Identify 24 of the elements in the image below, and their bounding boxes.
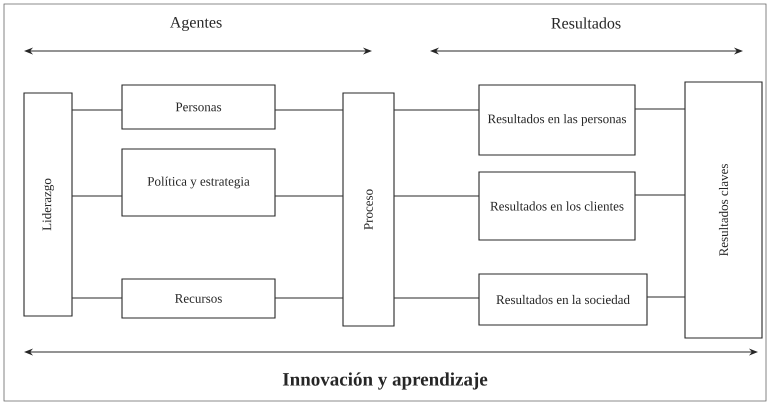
process-box: Política y estrategia [121, 148, 276, 217]
process-box: Resultados en la sociedad [478, 273, 648, 326]
process-box: Resultados en las personas [478, 84, 636, 156]
connector-line [636, 108, 684, 110]
connector-line [394, 195, 478, 197]
connector-line [72, 195, 122, 197]
section-label: Resultados [551, 17, 621, 29]
connector-line [276, 195, 342, 197]
connector-line [636, 194, 684, 196]
process-box: Resultados claves [684, 81, 763, 339]
connector-line [648, 296, 684, 298]
process-box: Proceso [342, 92, 395, 327]
process-box: Liderazgo [23, 92, 73, 317]
process-box: Recursos [121, 278, 276, 319]
process-box: Personas [121, 84, 276, 130]
connector-line [72, 297, 122, 299]
connector-line [276, 109, 342, 111]
connector-line [394, 297, 478, 299]
footer-label: Innovación y aprendizaje [282, 372, 488, 390]
process-box: Resultados en los clientes [478, 171, 636, 241]
connector-line [276, 297, 342, 299]
section-label: Agentes [170, 17, 222, 32]
connector-line [72, 109, 122, 111]
connector-line [394, 109, 478, 111]
